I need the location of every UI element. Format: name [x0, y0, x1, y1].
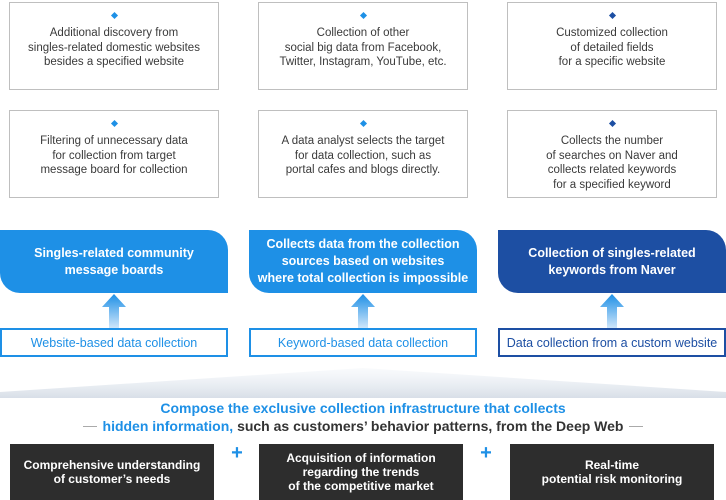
middle-card-2: A data analyst selects the target for da…	[258, 110, 468, 198]
diamond-bullet-icon	[608, 119, 616, 128]
card-text: A data analyst selects the target for da…	[281, 135, 445, 176]
source-naver-keywords: Collection of singles-related keywords f…	[498, 230, 726, 293]
arrow-up-icon	[102, 294, 126, 328]
middle-card-1: Filtering of unnecessary data for collec…	[9, 110, 219, 198]
outcome-risk-monitoring: Real-time potential risk monitoring	[510, 444, 714, 500]
arrow-up-icon	[351, 294, 375, 328]
outcome-market-trends: Acquisition of information regarding the…	[259, 444, 463, 500]
headline-accent: hidden information,	[102, 418, 234, 434]
plus-icon: +	[480, 442, 492, 464]
outcome-customer-needs: Comprehensive understanding of customer’…	[10, 444, 214, 500]
divider	[629, 425, 644, 427]
arrow-up-icon	[600, 294, 624, 328]
middle-card-3: Collects the number of searches on Naver…	[507, 110, 717, 198]
card-text: Filtering of unnecessary data for collec…	[40, 135, 188, 176]
diamond-bullet-icon	[359, 11, 367, 20]
source-website-based: Collects data from the collection source…	[249, 230, 477, 293]
diamond-bullet-icon	[110, 119, 118, 128]
method-keyword-based: Keyword-based data collection	[249, 328, 477, 357]
top-card-3: Customized collection of detailed fields…	[507, 2, 717, 90]
diamond-bullet-icon	[110, 11, 118, 20]
headline-rest: such as customers’ behavior patterns, fr…	[237, 418, 624, 434]
top-card-1: Additional discovery from singles-relate…	[9, 2, 219, 90]
method-custom-website: Data collection from a custom website	[498, 328, 726, 357]
convergence-fan	[0, 368, 726, 398]
method-website-based: Website-based data collection	[0, 328, 228, 357]
headline-line-2: hidden information, such as customers’ b…	[0, 417, 726, 435]
source-community-boards: Singles-related community message boards	[0, 230, 228, 293]
diamond-bullet-icon	[359, 119, 367, 128]
card-text: Additional discovery from singles-relate…	[28, 27, 200, 68]
card-text: Customized collection of detailed fields…	[556, 27, 668, 68]
diamond-bullet-icon	[608, 11, 616, 20]
divider	[82, 425, 97, 427]
card-text: Collection of other social big data from…	[279, 27, 447, 68]
plus-icon: +	[231, 442, 243, 464]
headline-line-1: Compose the exclusive collection infrast…	[160, 400, 566, 416]
top-card-2: Collection of other social big data from…	[258, 2, 468, 90]
card-text: Collects the number of searches on Naver…	[546, 135, 678, 191]
